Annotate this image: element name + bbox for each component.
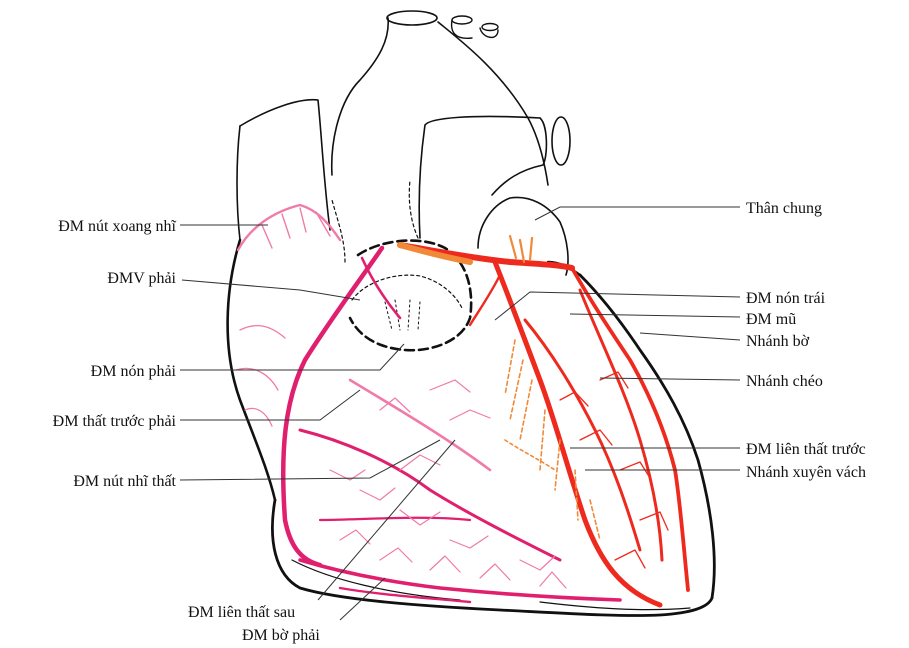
label-diagonal-branch: Nhánh chéo	[746, 373, 823, 390]
label-right-marginal: ĐM bờ phải	[242, 627, 320, 644]
label-marginal-branch: Nhánh bờ	[746, 333, 810, 350]
label-septal-perforators: Nhánh xuyên vách	[746, 464, 866, 481]
label-left-main: Thân chung	[746, 200, 822, 217]
label-sa-node-artery: ĐM nút xoang nhĩ	[58, 218, 176, 235]
label-left-conus: ĐM nón trái	[746, 290, 826, 307]
label-circumflex: ĐM mũ	[746, 311, 796, 328]
label-lad: ĐM liên thất trước	[746, 441, 866, 458]
label-right-coronary: ĐMV phải	[107, 270, 176, 287]
label-av-node-artery: ĐM nút nhĩ thất	[73, 473, 176, 490]
label-posterior-interventricular: ĐM liên thất sau	[188, 604, 295, 621]
labels: ĐM nút xoang nhĩ ĐMV phải ĐM nón phải ĐM…	[53, 200, 866, 644]
left-coronary-system	[400, 236, 720, 605]
heart-outline	[228, 11, 715, 616]
label-right-conus: ĐM nón phải	[91, 363, 177, 380]
label-right-anterior-ventricular: ĐM thất trước phải	[53, 413, 177, 430]
